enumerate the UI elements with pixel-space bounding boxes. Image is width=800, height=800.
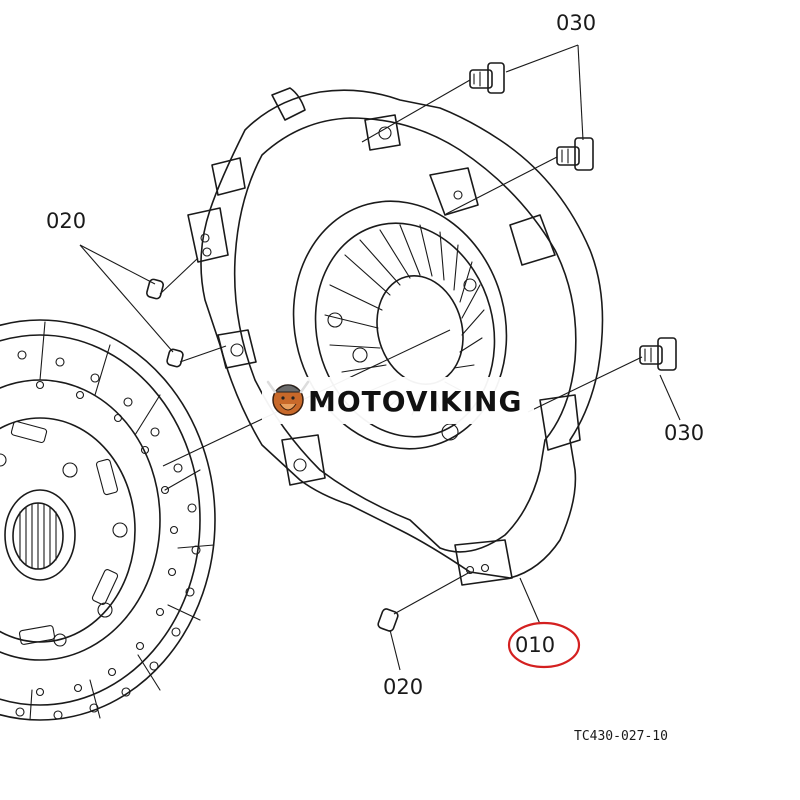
bolt-right: [639, 337, 677, 371]
leader-lines: [79, 44, 681, 671]
reference-code: TC430-027-10: [574, 729, 668, 744]
clutch-disc: [0, 319, 216, 721]
pin-left-lower: [166, 348, 184, 368]
bolt-top-left: [469, 62, 505, 94]
callout-030-right: 030: [664, 421, 704, 445]
pressure-plate-assembly: [187, 87, 604, 586]
highlight-circle: [507, 621, 581, 669]
watermark: MOTOVIKING: [262, 377, 534, 424]
callout-020-bottom: 020: [383, 675, 423, 699]
viking-logo-icon: [266, 380, 310, 416]
pin-left-upper: [146, 278, 164, 300]
callout-030-top: 030: [556, 11, 596, 35]
bolt-top-right: [556, 137, 594, 171]
callout-020-left: 020: [46, 209, 86, 233]
pin-bottom: [377, 608, 399, 632]
watermark-text: MOTOVIKING: [308, 385, 522, 418]
callout-010-assembly: 010: [515, 633, 555, 657]
